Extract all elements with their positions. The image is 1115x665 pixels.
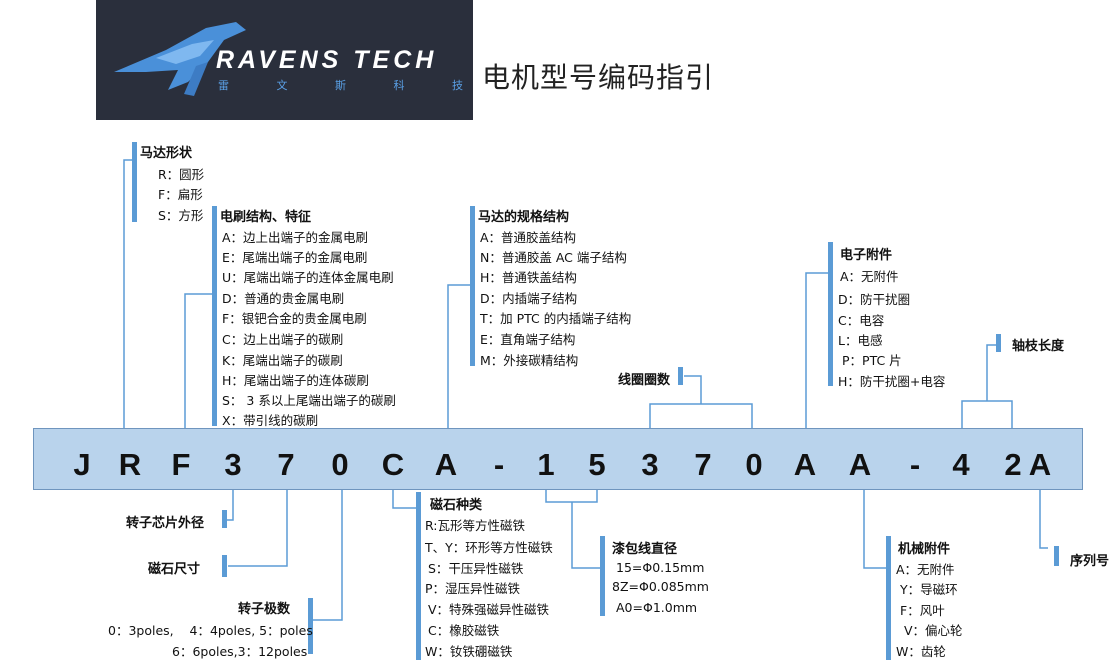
brush-item: E：尾端出端子的金属电刷	[222, 250, 368, 265]
shape-bar	[132, 142, 137, 222]
code-char: A	[434, 447, 458, 482]
rotor-poles-heading: 转子极数	[238, 602, 291, 617]
spec-item: A：普通胶盖结构	[480, 230, 577, 245]
magnet-type-item: R:瓦形等方性磁铁	[425, 518, 526, 533]
model-code-band	[33, 428, 1083, 490]
rotor-poles-item: 0：3poles, 4：4poles, 5：poles	[108, 623, 313, 638]
code-char: -	[493, 447, 505, 482]
shape-heading: 马达形状	[140, 146, 193, 161]
electronic-heading: 电子附件	[840, 248, 893, 263]
shape-item: S：方形	[158, 208, 204, 223]
magnet-size-bar	[222, 555, 227, 577]
code-char: 2	[1004, 447, 1022, 482]
brush-item: D：普通的贵金属电刷	[222, 291, 345, 306]
spec-item: T：加 PTC 的内插端子结构	[480, 311, 632, 326]
magnet-type-bar	[416, 492, 421, 660]
spec-item: D：内插端子结构	[480, 291, 578, 306]
brush-heading: 电刷结构、特征	[220, 210, 312, 225]
shape-item: F：扁形	[158, 187, 203, 202]
wire-diameter-bar	[600, 536, 605, 616]
brush-item: F：银钯合金的贵金属电刷	[222, 311, 367, 326]
magnet-type-heading: 磁石种类	[430, 498, 483, 513]
code-char: J	[73, 447, 91, 482]
spec-item: H：普通铁盖结构	[480, 270, 577, 285]
wire-diameter-heading: 漆包线直径	[612, 542, 678, 557]
electronic-bar	[828, 242, 833, 386]
code-char: C	[381, 447, 405, 482]
magnet-type-item: S：干压异性磁铁	[428, 561, 524, 576]
electronic-item: A：无附件	[840, 269, 899, 284]
mechanical-item: V：偏心轮	[904, 623, 963, 638]
brush-item: U：尾端出端子的连体金属电刷	[222, 270, 394, 285]
code-char: A	[793, 447, 817, 482]
company-logo: RAVENS TECH 雷 文 斯 科 技	[96, 0, 473, 120]
code-char: 7	[694, 447, 712, 482]
magnet-type-item: T、Y：环形等方性磁铁	[425, 540, 553, 555]
code-char: 7	[277, 447, 295, 482]
code-char: 1	[537, 447, 555, 482]
brush-item: A：边上出端子的金属电刷	[222, 230, 369, 245]
spec-item: M：外接碳精结构	[480, 353, 579, 368]
mechanical-item: A：无附件	[896, 562, 955, 577]
shaft-heading: 轴枝长度	[1012, 339, 1065, 354]
electronic-item: L：电感	[838, 333, 883, 348]
brush-item: C：边上出端子的碳刷	[222, 332, 344, 347]
code-char: 3	[641, 447, 659, 482]
electronic-item: D：防干扰圈	[838, 292, 911, 307]
code-char: F	[171, 447, 191, 482]
brush-item: K：尾端出端子的碳刷	[222, 353, 343, 368]
wire-diameter-item: 8Z=Φ0.085mm	[612, 579, 709, 594]
brush-item: S： 3 系以上尾端出端子的碳刷	[222, 393, 396, 408]
electronic-item: H：防干扰圈+电容	[838, 374, 946, 389]
code-char: A	[1028, 447, 1052, 482]
code-char: A	[848, 447, 872, 482]
wire-diameter-item: 15=Φ0.15mm	[616, 560, 705, 575]
code-char: 0	[331, 447, 349, 482]
electronic-item: P：PTC 片	[842, 353, 902, 368]
mechanical-bar	[886, 536, 891, 660]
magnet-type-item: C：橡胶磁铁	[428, 623, 500, 638]
brush-item: X：带引线的碳刷	[222, 413, 319, 428]
coil-turns-bar	[678, 367, 683, 385]
logo-subtext: 雷 文 斯 科 技	[218, 79, 485, 92]
mechanical-item: Y：导磁环	[900, 582, 958, 597]
magnet-type-item: W：钕铁硼磁铁	[425, 644, 513, 659]
brush-bar	[212, 206, 217, 426]
rotor-poles-bar	[308, 598, 313, 654]
spec-heading: 马达的规格结构	[478, 210, 570, 225]
mechanical-item: F：风叶	[900, 603, 945, 618]
magnet-type-item: V：特殊强磁异性磁铁	[428, 602, 550, 617]
mechanical-item: W：齿轮	[896, 644, 946, 659]
mechanical-heading: 机械附件	[898, 542, 951, 557]
shape-item: R：圆形	[158, 167, 205, 182]
magnet-size-heading: 磁石尺寸	[148, 562, 201, 577]
code-char: 5	[588, 447, 606, 482]
serial-heading: 序列号	[1070, 554, 1110, 569]
magnet-type-item: P：湿压异性磁铁	[425, 581, 521, 596]
code-char: 0	[745, 447, 763, 482]
spec-bar	[470, 206, 475, 366]
code-char: -	[909, 447, 921, 482]
shaft-bar	[996, 334, 1001, 352]
wire-diameter-item: A0=Φ1.0mm	[616, 600, 698, 615]
code-char: 4	[952, 447, 970, 482]
page-title: 电机型号编码指引	[482, 61, 715, 94]
logo-text: RAVENS TECH	[216, 46, 438, 74]
spec-item: N：普通胶盖 AC 端子结构	[480, 250, 627, 265]
code-char: R	[118, 447, 142, 482]
raven-bird-icon	[114, 22, 246, 96]
electronic-item: C：电容	[838, 313, 885, 328]
brush-item: H：尾端出端子的连体碳刷	[222, 373, 369, 388]
code-char: 3	[224, 447, 242, 482]
rotor-poles-item: 6：6poles,3：12poles	[172, 644, 308, 659]
spec-item: E：直角端子结构	[480, 332, 576, 347]
serial-bar	[1054, 546, 1059, 566]
rotor-diameter-heading: 转子芯片外径	[126, 516, 205, 531]
coil-turns-heading: 线圈圈数	[618, 373, 671, 388]
rotor-diameter-bar	[222, 510, 227, 528]
